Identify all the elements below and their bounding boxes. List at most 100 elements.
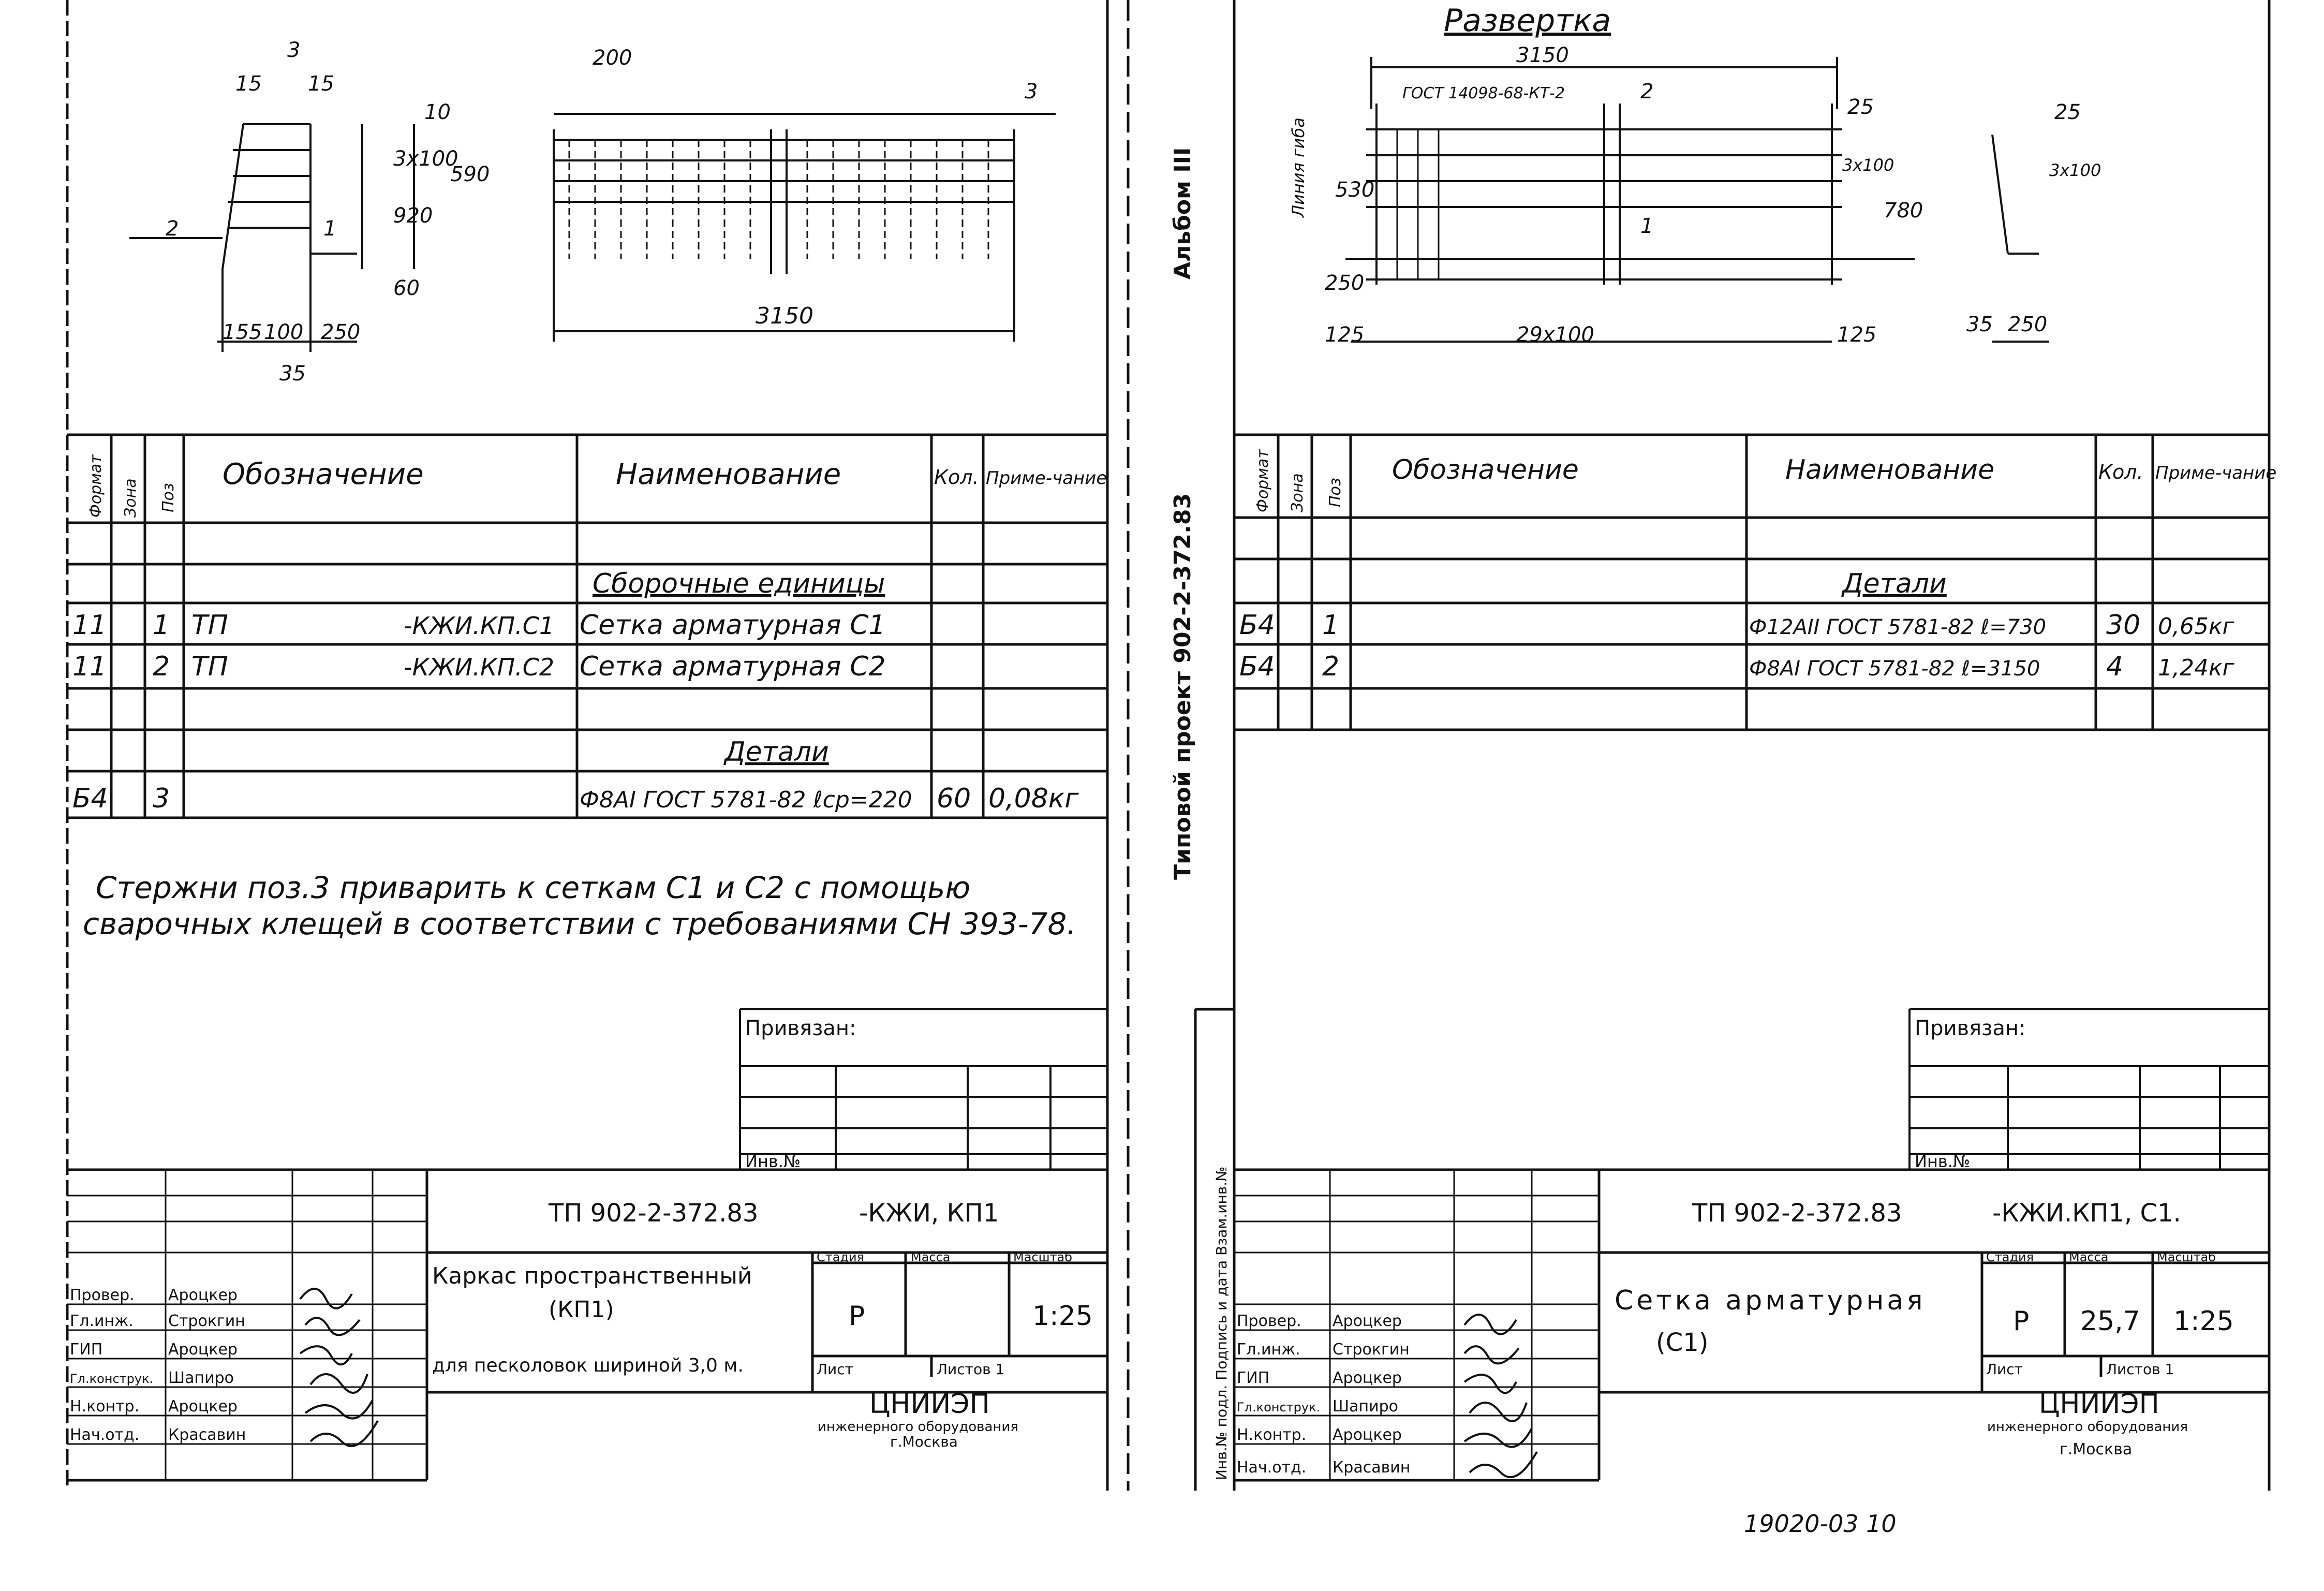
signer-role: Провер. — [70, 1286, 135, 1304]
right-sketch-label: 530 — [1335, 178, 1374, 202]
row-doc: ТП — [191, 610, 228, 641]
note-line: Стержни поз.3 приварить к сеткам С1 и С2… — [96, 870, 970, 905]
privyazan-label: Привязан: — [745, 1017, 856, 1040]
row-qty: 60 — [937, 783, 971, 814]
row-pos: 2 — [153, 651, 170, 682]
left-sketch-label: 10 — [424, 100, 451, 124]
row-note: 0,08кг — [988, 783, 1079, 814]
row-designation: -КЖИ.КП.С2 — [404, 653, 554, 681]
col-header-designation: Обозначение — [1392, 454, 1579, 485]
signer-name: Строкгин — [1333, 1340, 1410, 1359]
signer-name: Красавин — [168, 1426, 246, 1444]
col-header-format: Формат — [1254, 449, 1272, 512]
doc-suffix: -КЖИ, КП1 — [859, 1199, 999, 1228]
stage-label: Стадия — [817, 1250, 864, 1264]
right-sketch-label: 780 — [1884, 199, 1923, 223]
col-header-zone: Зона — [122, 478, 140, 518]
right-sketch-label: 250 — [1325, 271, 1364, 295]
signer-name: Красавин — [1333, 1459, 1410, 1477]
stage-value: Р — [2013, 1306, 2029, 1337]
row-note: 0,65кг — [2158, 613, 2235, 640]
row-format: 11 — [72, 610, 107, 641]
doc-suffix: -КЖИ.КП1, С1. — [1992, 1199, 2181, 1228]
signer-name: Строкгин — [168, 1312, 245, 1330]
left-sketch-label: 3 — [1025, 80, 1038, 104]
note-line: сварочных клещей в соответствии с требов… — [83, 906, 1076, 941]
row-pos: 3 — [153, 783, 170, 814]
right-sketch-label: 3x100 — [2049, 160, 2101, 180]
sheet-label: Лист — [1986, 1361, 2023, 1378]
row-pos: 1 — [1322, 610, 1339, 641]
stage-label: Стадия — [1986, 1250, 2034, 1264]
row-designation: -КЖИ.КП.С1 — [404, 612, 554, 640]
signer-name: Ароцкер — [1333, 1369, 1402, 1387]
title-line: (С1) — [1656, 1328, 1709, 1357]
signer-role: Н.контр. — [70, 1397, 139, 1416]
sheet-label: Лист — [817, 1361, 853, 1378]
stage-value: Р — [849, 1301, 865, 1332]
left-sketch-label: 60 — [393, 276, 420, 300]
title-line: Сетка арматурная — [1615, 1285, 1926, 1316]
row-format: 11 — [72, 651, 107, 682]
col-header-pos: Поз — [159, 483, 177, 512]
right-sketch-label: 35 — [1966, 313, 1993, 336]
inv-no-label: Инв.№ — [745, 1152, 801, 1171]
right-sketch-label: Линия гиба — [1289, 117, 1308, 218]
signer-name: Шапиро — [168, 1369, 234, 1387]
left-sketch-label: 155 — [223, 320, 262, 344]
org-line: инженерного оборудования — [1987, 1419, 2188, 1435]
left-sketch-label: 200 — [593, 46, 632, 70]
signer-name: Ароцкер — [1333, 1426, 1402, 1444]
title-line: (КП1) — [549, 1297, 614, 1323]
col-header-designation: Обозначение — [223, 458, 424, 491]
right-sketch-label: 250 — [2008, 313, 2047, 336]
row-qty: 4 — [2106, 651, 2123, 682]
inv-no-label: Инв.№ — [1915, 1152, 1970, 1171]
signer-role: Гл.инж. — [1237, 1340, 1300, 1359]
row-name: Сетка арматурная С1 — [580, 610, 886, 641]
sheets-label: Листов 1 — [937, 1361, 1004, 1378]
right-sketch-label: 3x100 — [1842, 155, 1894, 175]
signature-scribbles — [1463, 1314, 1538, 1478]
row-qty: 30 — [2106, 610, 2140, 641]
right-sketch-label: 125 — [1837, 323, 1876, 347]
sketch-title: Развертка — [1444, 3, 1611, 39]
left-sketch-label: 15 — [308, 72, 334, 96]
doc-code: ТП 902-2-372.83 — [548, 1199, 758, 1228]
row-name: Ф8АI ГОСТ 5781-82 ℓ=3150 — [1749, 657, 2040, 681]
col-header-note: Приме-чание — [2155, 463, 2276, 483]
row-format: Б4 — [1239, 651, 1275, 682]
col-header-qty: Кол. — [934, 466, 979, 489]
org-name: ЦНИИЭП — [2039, 1389, 2159, 1420]
signer-role: Нач.отд. — [70, 1426, 139, 1444]
row-name: Сетка арматурная С2 — [580, 651, 886, 682]
sheets-label: Листов 1 — [2106, 1361, 2174, 1378]
section-assemblies: Сборочные единицы — [593, 568, 885, 599]
col-header-name: Наименование — [1785, 454, 1994, 485]
org-city: г.Москва — [890, 1433, 958, 1450]
project-caption: Типовой проект 902-2-372.83 — [1170, 493, 1196, 880]
right-sketch-label: 1 — [1640, 214, 1653, 238]
album-caption: Альбом III — [1170, 148, 1196, 279]
left-sketch-label: 250 — [321, 320, 360, 344]
right-sketch-label: 25 — [2054, 100, 2081, 124]
right-sketch-label: 29x100 — [1516, 323, 1594, 347]
left-sketch-label: 1 — [323, 217, 336, 241]
left-sketch-label: 3150 — [756, 303, 813, 329]
org-name: ЦНИИЭП — [869, 1389, 990, 1420]
signer-role: Нач.отд. — [1237, 1459, 1306, 1477]
col-header-format: Формат — [87, 454, 105, 518]
col-header-pos: Поз — [1326, 478, 1344, 507]
signer-name: Шапиро — [1333, 1397, 1398, 1416]
row-name: Ф8АI ГОСТ 5781-82 ℓср=220 — [580, 787, 912, 813]
section-parts: Детали — [1841, 568, 1947, 599]
section-parts: Детали — [723, 736, 829, 768]
signer-role: Гл.конструк. — [70, 1372, 153, 1386]
col-header-name: Наименование — [616, 458, 841, 491]
org-city: г.Москва — [2060, 1440, 2132, 1459]
col-header-note: Приме-чание — [986, 468, 1107, 489]
right-sketch-label: ГОСТ 14098-68-КТ-2 — [1402, 84, 1565, 102]
mass-label: Масса — [2069, 1250, 2109, 1264]
left-sketch-label: 3 — [287, 38, 300, 62]
